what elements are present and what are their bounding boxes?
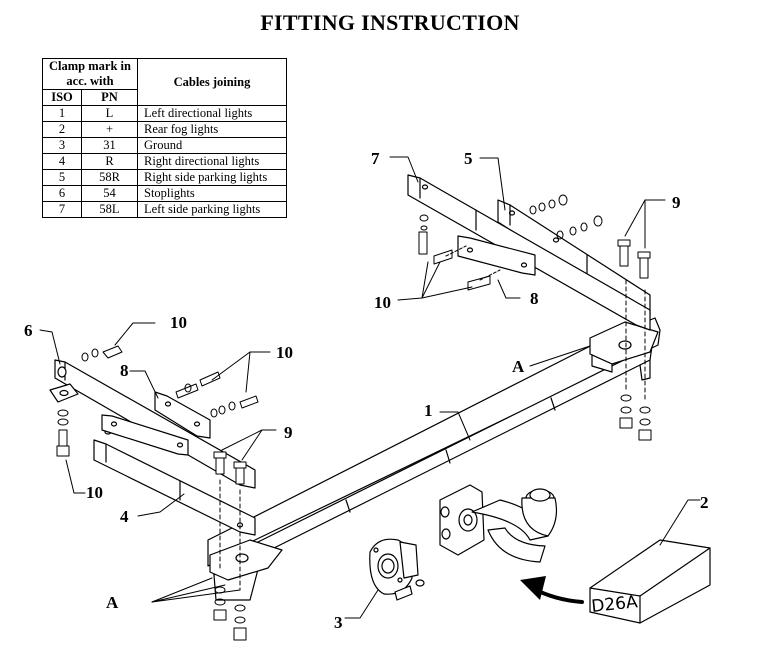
part-label-6: 6 — [24, 321, 33, 340]
left-bolts-10-top — [81, 345, 259, 418]
point-label-a-left: A — [106, 593, 119, 612]
part-label-10-bottom-left: 10 — [86, 483, 103, 502]
part-label-4: 4 — [120, 507, 129, 526]
tow-ball-assembly — [439, 484, 558, 563]
part-label-5: 5 — [464, 149, 473, 168]
pn-cell: 54 — [81, 185, 138, 202]
clamp-mark-header: Clamp mark in acc. with — [42, 58, 138, 90]
cable-desc-cell: Ground — [137, 137, 287, 154]
left-bolts-9 — [213, 451, 247, 641]
part-label-10-mid-left: 10 — [276, 343, 293, 362]
cables-joining-header: Cables joining — [137, 58, 287, 106]
part-label-2: 2 — [700, 493, 709, 512]
part-label-10-top-left: 10 — [170, 313, 187, 332]
leader-lines — [39, 156, 701, 619]
right-mount-plate — [589, 321, 659, 373]
left-mount-plate — [209, 539, 283, 581]
left-bolts-10-bottom — [56, 409, 70, 457]
pn-cell: 31 — [81, 137, 138, 154]
right-spacer-plate — [457, 235, 536, 276]
part-label-10-right: 10 — [374, 293, 391, 312]
right-top-washer-stack — [529, 194, 603, 240]
part-label-8-right: 8 — [530, 289, 539, 308]
pn-header: PN — [81, 89, 138, 106]
part-label-9-right: 9 — [672, 193, 681, 212]
cables-joining-table: Clamp mark in acc. with Cables joining I… — [42, 58, 287, 218]
main-crossbar — [207, 317, 661, 601]
left-inner-bracket — [49, 359, 256, 489]
left-clamp-plate — [101, 414, 189, 456]
cable-desc-cell: Left side parking lights — [137, 201, 287, 218]
left-spacer-plate — [154, 391, 211, 439]
part-label-8-left: 8 — [120, 361, 129, 380]
pn-cell: 58L — [81, 201, 138, 218]
right-inner-bracket — [407, 174, 651, 331]
iso-cell: 7 — [42, 201, 82, 218]
direction-arrow — [520, 576, 584, 604]
right-bolts-9 — [617, 239, 652, 441]
page-title: FITTING INSTRUCTION — [260, 10, 520, 35]
parts-box: D26A — [589, 539, 711, 624]
left-side-bracket — [93, 429, 256, 536]
cable-desc-cell: Stoplights — [137, 185, 287, 202]
part-label-1: 1 — [424, 401, 433, 420]
part-label-9-left: 9 — [284, 423, 293, 442]
cable-desc-cell: Right directional lights — [137, 153, 287, 170]
point-label-a-right: A — [512, 357, 525, 376]
box-code-label: D26A — [590, 592, 639, 617]
socket-plate — [369, 538, 425, 601]
part-label-7: 7 — [371, 149, 380, 168]
cable-desc-cell: Right side parking lights — [137, 169, 287, 186]
right-bolts-10 — [418, 214, 501, 291]
part-label-3: 3 — [334, 613, 343, 632]
